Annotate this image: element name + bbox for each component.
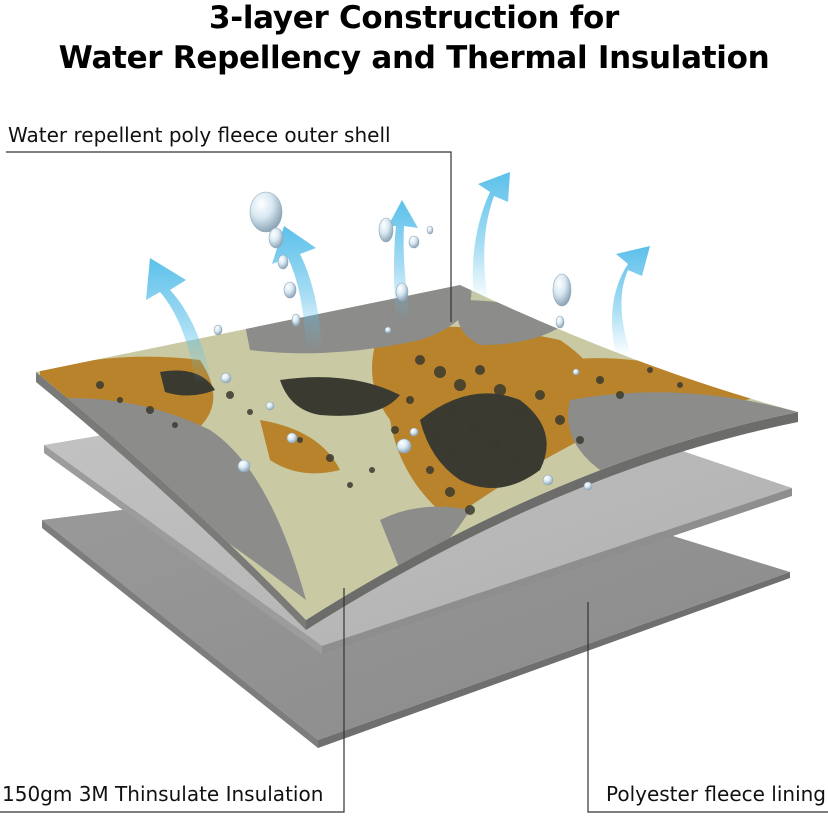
camo-dot-pattern	[96, 355, 683, 515]
water-droplet-icon	[583, 481, 593, 491]
outer-shell-label: Water repellent poly fleece outer shell	[8, 123, 391, 147]
diagram-title-line-1: 3-layer Construction for	[209, 0, 619, 36]
water-droplet-icon	[277, 254, 289, 270]
water-droplet-icon	[237, 459, 251, 473]
leader-line-insulation	[0, 588, 345, 813]
water-droplets	[213, 191, 593, 491]
upward-airflow-arrow-icon	[388, 200, 418, 320]
water-droplet-icon	[542, 474, 554, 486]
water-droplet-icon	[213, 324, 223, 336]
water-droplet-icon	[268, 227, 284, 249]
water-droplet-icon	[384, 326, 392, 334]
water-droplet-icon	[220, 372, 232, 384]
diagram-title-line-2: Water Repellency and Thermal Insulation	[58, 40, 770, 76]
water-droplet-icon	[286, 432, 298, 444]
water-droplet-icon	[409, 427, 419, 437]
water-droplet-icon	[378, 217, 394, 243]
water-droplet-icon	[265, 401, 275, 411]
water-droplet-icon	[572, 368, 580, 376]
upward-airflow-arrow-icon	[146, 258, 212, 384]
water-droplet-icon	[283, 281, 297, 299]
leader-lines	[0, 151, 828, 813]
leader-line-outer-shell	[6, 151, 452, 322]
water-droplet-icon	[291, 313, 301, 327]
upward-airflow-arrow-icon	[612, 246, 650, 356]
water-droplet-icon	[408, 235, 420, 249]
water-droplet-icon	[396, 438, 412, 454]
insulation-label: 150gm 3M Thinsulate Insulation	[2, 782, 324, 806]
upward-airflow-arrow-icon	[472, 172, 510, 302]
water-droplet-icon	[249, 191, 283, 233]
leader-line-lining	[587, 602, 828, 813]
water-droplet-icon	[395, 282, 409, 302]
water-droplet-icon	[555, 315, 565, 329]
lining-label: Polyester fleece lining	[605, 782, 826, 806]
water-droplet-icon	[552, 273, 572, 307]
water-droplet-icon	[426, 225, 434, 235]
